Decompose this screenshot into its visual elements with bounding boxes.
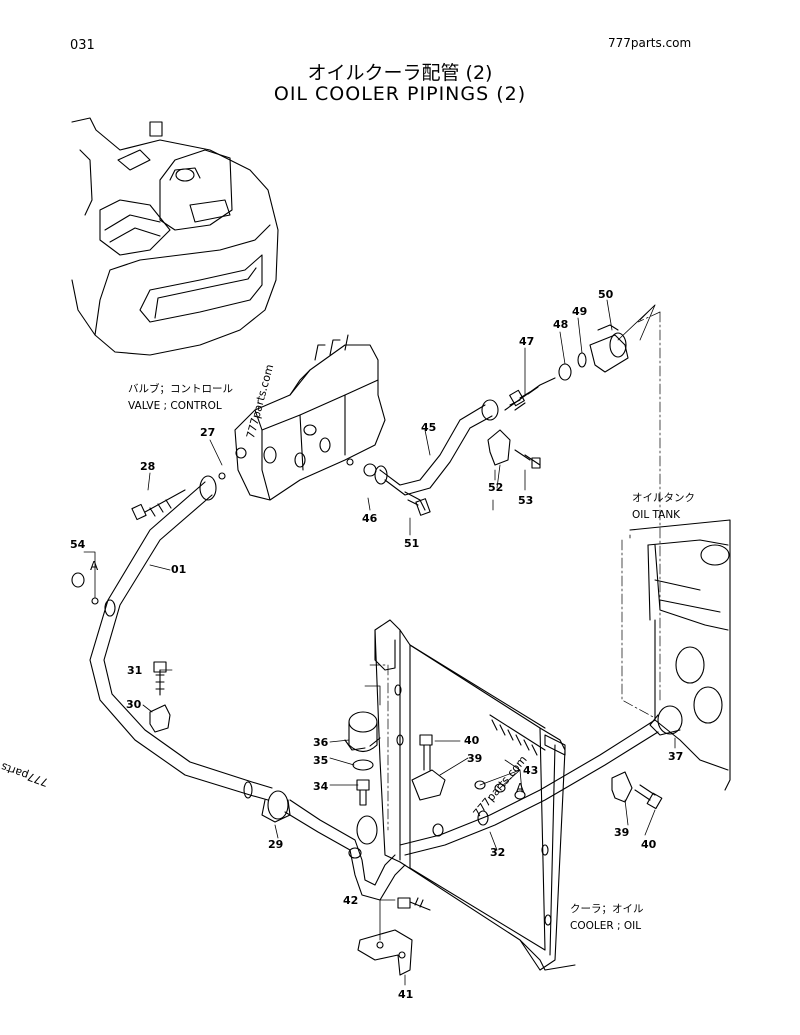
bracket-41 [357,929,413,976]
fitting-34 [356,779,370,806]
part-number-51: 51 [404,537,420,550]
detail-a-left: A [90,559,99,573]
oil-cooler-illustration [374,619,576,971]
title-japanese: オイルクーラ配管 (2) [307,62,493,84]
part-number-41: 41 [398,988,414,1001]
part-number-54: 54 [70,538,86,551]
title-english: OIL COOLER PIPINGS (2) [273,83,527,105]
part-number-39-right: 39 [614,826,630,839]
part-number-47: 47 [519,335,535,348]
part-number-50: 50 [598,288,614,301]
hose-elbow [284,799,406,901]
o-ring-49 [577,352,587,368]
oil-tank-illustration [629,519,731,791]
label-tank-ja: オイルタンク [632,492,695,504]
part-number-43: 43 [523,764,539,777]
part-number-28: 28 [140,460,156,473]
fitting-50 [589,324,629,373]
clamp-30 [149,704,171,733]
pipe-32 [399,719,659,856]
part-number-30: 30 [126,698,142,711]
part-number-52: 52 [488,481,504,494]
pipe-45 [363,399,499,496]
part-number-48: 48 [553,318,569,331]
machine-body-illustration [71,117,279,356]
part-number-34: 34 [313,780,329,793]
clamp-39-right [611,771,633,803]
part-number-49: 49 [572,305,588,318]
part-number-29: 29 [268,838,284,851]
part-number-40-right: 40 [641,838,657,851]
clamp-36 [344,711,381,753]
part-number-32: 32 [490,846,506,859]
label-valve-en: VALVE ; CONTROL [128,400,222,412]
nut-48 [558,363,572,381]
bolt-40-left [419,734,433,771]
part-number-53: 53 [518,494,534,507]
label-tank-en: OIL TANK [632,509,681,521]
part-number-35: 35 [313,754,329,767]
label-cooler-en: COOLER ; OIL [570,920,642,932]
leader-lines [83,299,676,986]
bolt-42 [397,897,431,911]
detail-a-right: A [516,781,525,795]
part-number-40-left: 40 [464,734,480,747]
label-valve-ja: バルブ；コントロール [128,383,233,395]
pipe-01 [89,475,273,801]
clamp-52 [487,429,511,466]
part-number-46: 46 [362,512,378,525]
o-ring-35 [352,759,374,771]
boundary-lines [369,311,661,831]
clamp-39-left [411,769,446,801]
part-number-37: 37 [668,750,684,763]
part-number-39-left: 39 [467,752,483,765]
bolt-28 [144,489,186,517]
plug-54 [71,572,85,588]
part-number-01: 01 [171,563,187,576]
fitting-29 [261,790,291,823]
part-number-42: 42 [343,894,359,907]
part-number-31: 31 [127,664,143,677]
part-number-45: 45 [421,421,437,434]
control-valve-illustration [218,334,386,501]
page-number: 031 [70,38,95,53]
watermark-top: 777parts.com [608,36,692,50]
fitting-43 [474,780,526,800]
label-cooler-ja: クーラ；オイル [570,903,644,915]
part-number-27: 27 [200,426,216,439]
bolt-31 [155,669,165,696]
part-number-36: 36 [313,736,329,749]
bolt-40-right [634,784,656,801]
